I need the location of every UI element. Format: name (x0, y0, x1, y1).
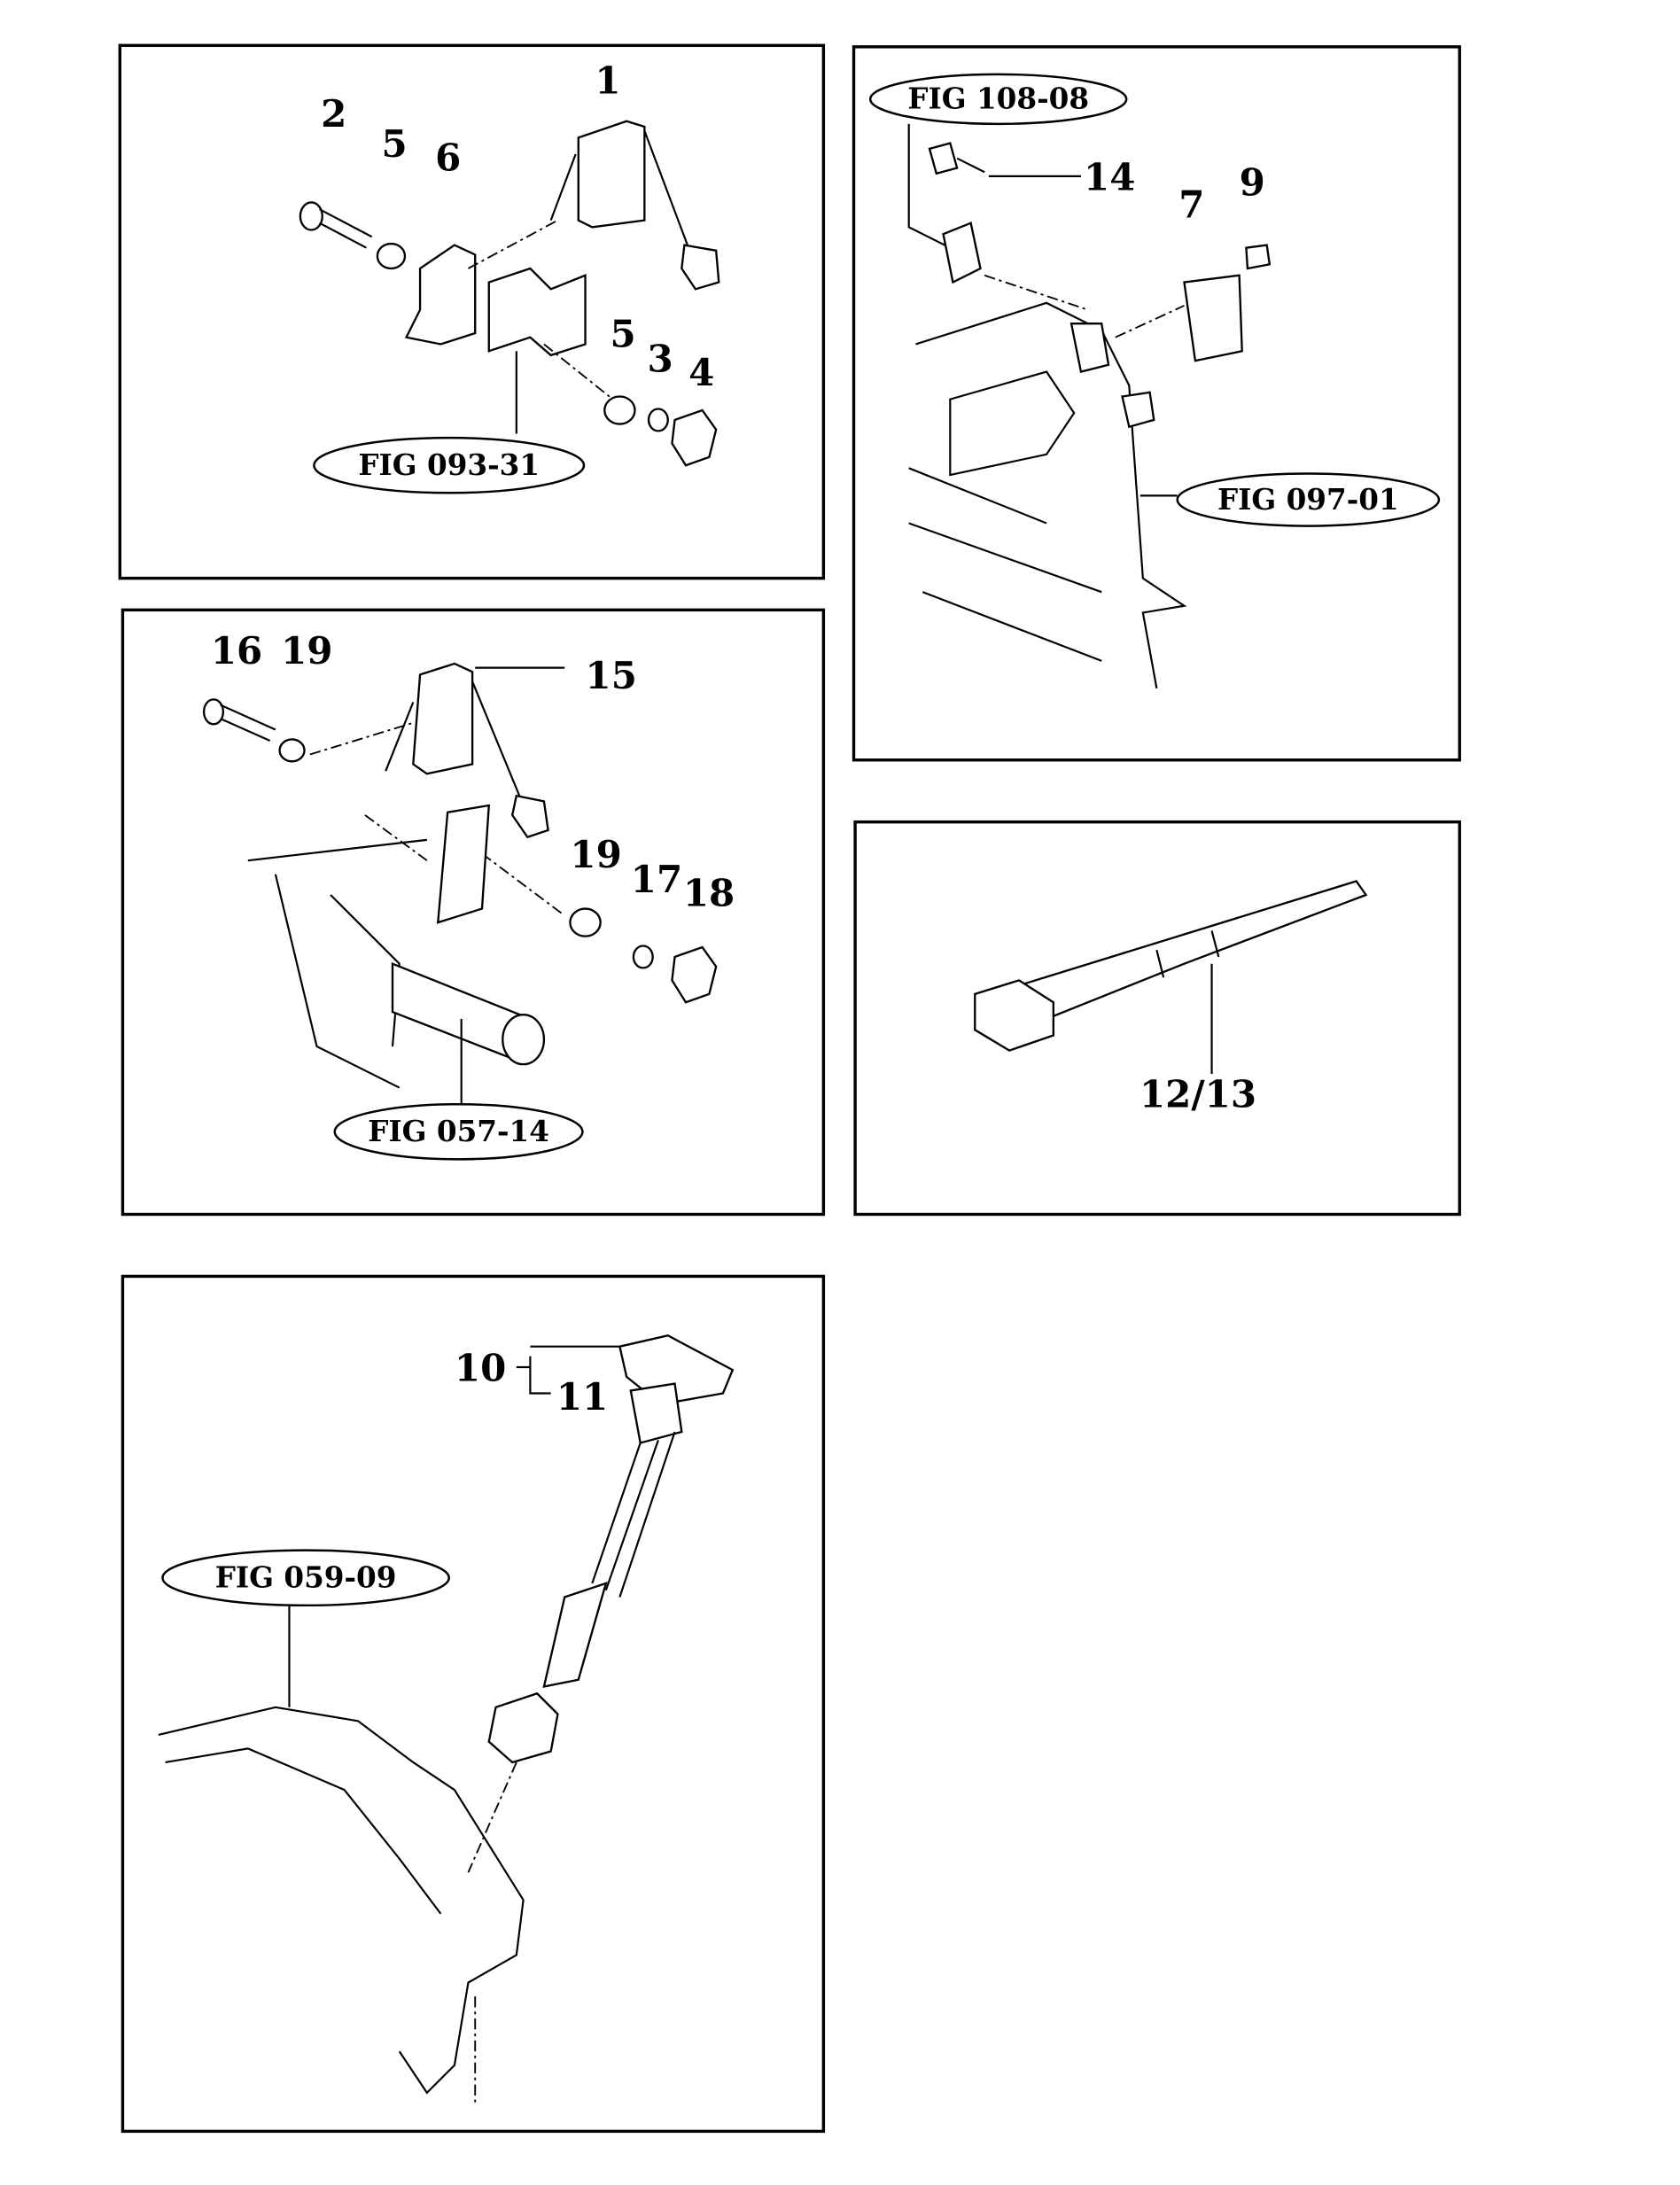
callout-4: 4 (688, 351, 714, 394)
fig-ref-108-08[interactable]: FIG 108-08 (907, 82, 1089, 116)
actuator-6 (404, 244, 477, 346)
plug (487, 1691, 559, 1764)
callout-14: 14 (1084, 155, 1135, 198)
callout-11: 11 (556, 1375, 608, 1419)
nut-18 (671, 945, 718, 1004)
washer-19b (569, 907, 602, 937)
relay-7 (1183, 274, 1243, 362)
connector (942, 222, 982, 284)
bracket-lower (436, 804, 491, 924)
callout-2: 2 (321, 92, 346, 136)
callout-3: 3 (647, 338, 673, 381)
cable-tie (974, 880, 1368, 1052)
nut-4 (671, 408, 718, 467)
nut (1121, 391, 1155, 429)
microswitch-1 (577, 120, 646, 229)
callout-1: 1 (595, 59, 620, 103)
lockwasher-3 (647, 408, 669, 432)
panel-connector-harness: 10 11 FIG 059-09 (121, 1274, 826, 2134)
panel-switch-assembly-top: 1 2 5 6 5 3 4 FIG 093-31 (118, 43, 826, 580)
callout-6: 6 (435, 136, 461, 180)
callout-19: 19 (281, 629, 332, 673)
bolt-14 (928, 142, 959, 175)
microswitch-15 (412, 662, 474, 775)
panel-switch-assembly-lower: 16 19 15 19 17 18 FIG 057-14 (121, 608, 826, 1217)
washer-5b (603, 395, 636, 425)
callout-10: 10 (455, 1347, 506, 1390)
panel-cable-tie: 12/13 (853, 820, 1461, 1217)
callout-19b: 19 (570, 833, 621, 876)
callout-18: 18 (683, 871, 735, 914)
callout-12-13: 12/13 (1139, 1072, 1256, 1116)
lockwasher-17 (632, 945, 654, 969)
washer-19a (278, 738, 306, 763)
fig-ref-057-14[interactable]: FIG 057-14 (368, 1114, 549, 1148)
callout-9: 9 (1240, 161, 1265, 205)
callout-15: 15 (586, 654, 637, 697)
fig-ref-059-09[interactable]: FIG 059-09 (215, 1560, 397, 1595)
fig-ref-097-01[interactable]: FIG 097-01 (1217, 482, 1399, 517)
washer-5a (376, 242, 407, 270)
callout-7: 7 (1178, 183, 1204, 227)
connector-11 (629, 1382, 683, 1444)
callout-17: 17 (631, 858, 682, 901)
panel-relay-assembly: 14 7 9 FIG 108-08 FIG 097-01 (852, 45, 1461, 762)
callout-5: 5 (382, 122, 408, 166)
screw-2 (299, 201, 373, 249)
bracket (487, 267, 587, 357)
screw-16 (202, 698, 276, 742)
screw-9 (1245, 244, 1272, 270)
callout-5b: 5 (611, 313, 636, 356)
fig-ref-093-31[interactable]: FIG 093-31 (358, 447, 540, 482)
callout-16: 16 (211, 629, 262, 673)
